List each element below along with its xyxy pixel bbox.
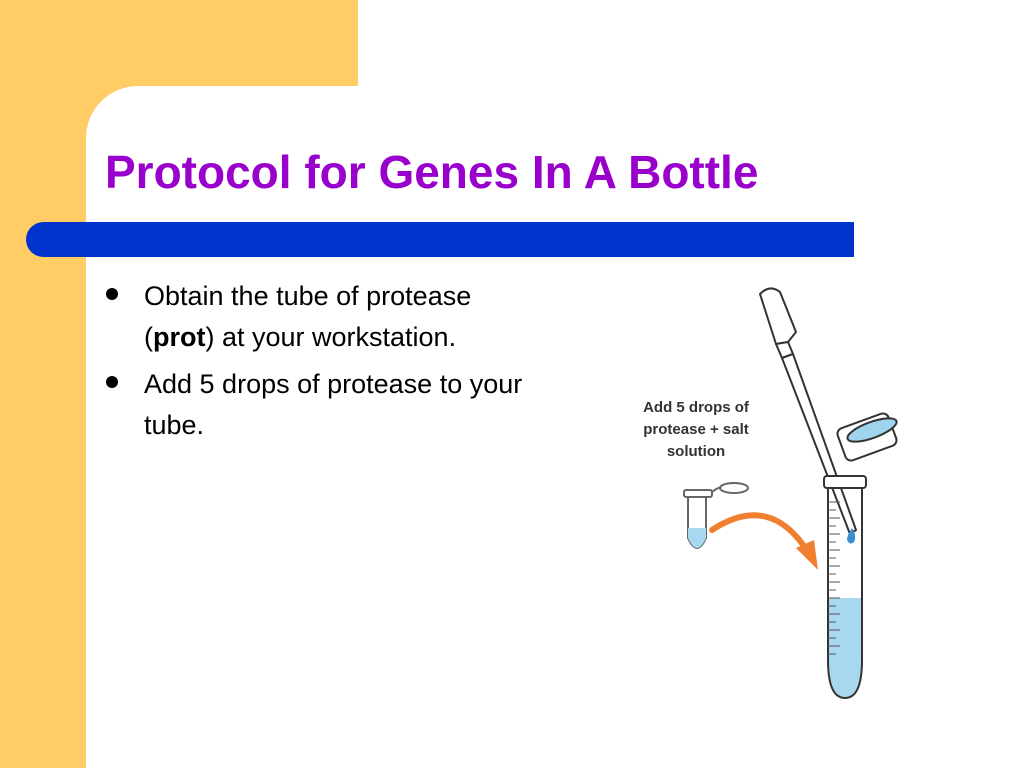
microtube-icon: [683, 482, 749, 549]
illustration-label-line: protease + salt: [643, 421, 748, 438]
bullet-item: Add 5 drops of protease to your tube.: [104, 364, 524, 446]
slide-title: Protocol for Genes In A Bottle: [105, 146, 759, 198]
bullet-text-tail: ) at your workstation.: [205, 322, 457, 352]
title-underline-bar: [26, 222, 854, 257]
protocol-illustration: Add 5 drops of protease + salt solution: [643, 287, 898, 700]
bullet-text: Obtain the tube of protease (: [144, 281, 472, 352]
conical-tube-icon: [823, 475, 867, 700]
illustration-label-line: Add 5 drops of: [643, 399, 750, 416]
bullet-icon: [106, 288, 118, 300]
bullet-icon: [106, 376, 118, 388]
pipette-drop-icon: [847, 528, 856, 544]
tube-cap-icon: [836, 412, 898, 462]
transfer-arrow-icon: [709, 512, 818, 570]
bullet-bold-text: prot: [153, 322, 206, 352]
bullet-list: Obtain the tube of protease (prot) at yo…: [104, 276, 524, 452]
bullet-text: Add 5 drops of protease to your tube.: [144, 369, 523, 440]
pipette-icon: [759, 287, 857, 535]
bullet-item: Obtain the tube of protease (prot) at yo…: [104, 276, 524, 358]
illustration-label-line: solution: [667, 443, 725, 460]
